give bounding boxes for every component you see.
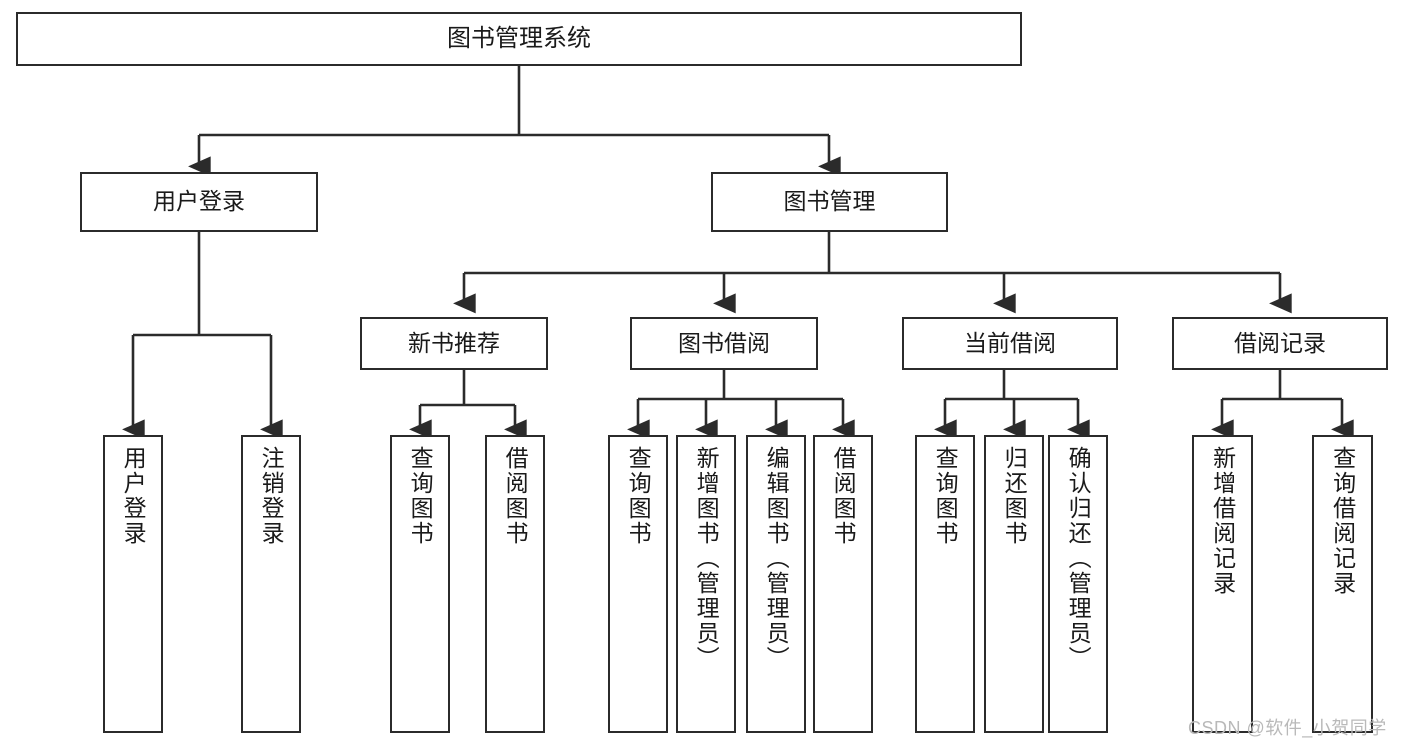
node-user-login-label: 用户登录 — [153, 188, 245, 215]
node-root[interactable]: 图书管理系统 — [16, 12, 1022, 66]
node-leaf-query-book-3-label: 查询图书 — [932, 446, 959, 546]
node-leaf-borrow-book-1-label: 借阅图书 — [502, 446, 529, 546]
node-leaf-query-book-2[interactable]: 查询图书 — [608, 435, 668, 733]
node-current-borrow-label: 当前借阅 — [964, 329, 1056, 356]
node-new-book-recommend-label: 新书推荐 — [408, 329, 500, 356]
node-root-label: 图书管理系统 — [447, 24, 591, 52]
node-leaf-borrow-book-2[interactable]: 借阅图书 — [813, 435, 873, 733]
node-leaf-borrow-book-2-label: 借阅图书 — [830, 446, 857, 546]
node-borrow-record[interactable]: 借阅记录 — [1172, 317, 1388, 370]
node-current-borrow[interactable]: 当前借阅 — [902, 317, 1118, 370]
node-leaf-return-book[interactable]: 归还图书 — [984, 435, 1044, 733]
node-leaf-user-login-label: 用户登录 — [120, 446, 147, 546]
node-leaf-edit-book[interactable]: 编辑图书（管理员） — [746, 435, 806, 733]
node-new-book-recommend[interactable]: 新书推荐 — [360, 317, 548, 370]
node-leaf-query-book-3[interactable]: 查询图书 — [915, 435, 975, 733]
node-book-manage[interactable]: 图书管理 — [711, 172, 948, 232]
node-leaf-query-book-1-label: 查询图书 — [407, 446, 434, 546]
node-book-manage-label: 图书管理 — [783, 188, 876, 215]
node-book-borrow-label: 图书借阅 — [678, 329, 770, 356]
node-leaf-add-book[interactable]: 新增图书（管理员） — [676, 435, 736, 733]
node-leaf-confirm-return[interactable]: 确认归还（管理员） — [1048, 435, 1108, 733]
node-leaf-add-book-label: 新增图书（管理员） — [693, 446, 720, 671]
node-leaf-return-book-label: 归还图书 — [1001, 446, 1028, 546]
node-leaf-user-login[interactable]: 用户登录 — [103, 435, 163, 733]
node-leaf-query-book-2-label: 查询图书 — [625, 446, 652, 546]
node-leaf-borrow-book-1[interactable]: 借阅图书 — [485, 435, 545, 733]
node-leaf-logout-login[interactable]: 注销登录 — [241, 435, 301, 733]
csdn-watermark: CSDN @软件_小贺同学 — [1188, 718, 1387, 738]
node-leaf-edit-book-label: 编辑图书（管理员） — [763, 446, 790, 671]
node-user-login[interactable]: 用户登录 — [80, 172, 318, 232]
node-borrow-record-label: 借阅记录 — [1234, 329, 1326, 356]
node-leaf-query-record-label: 查询借阅记录 — [1329, 446, 1356, 596]
node-book-borrow[interactable]: 图书借阅 — [630, 317, 818, 370]
node-leaf-query-book-1[interactable]: 查询图书 — [390, 435, 450, 733]
node-leaf-query-record[interactable]: 查询借阅记录 — [1312, 435, 1373, 733]
node-leaf-add-record-label: 新增借阅记录 — [1209, 446, 1236, 596]
node-leaf-confirm-return-label: 确认归还（管理员） — [1065, 446, 1092, 671]
node-leaf-add-record[interactable]: 新增借阅记录 — [1192, 435, 1253, 733]
node-leaf-logout-login-label: 注销登录 — [258, 446, 285, 546]
